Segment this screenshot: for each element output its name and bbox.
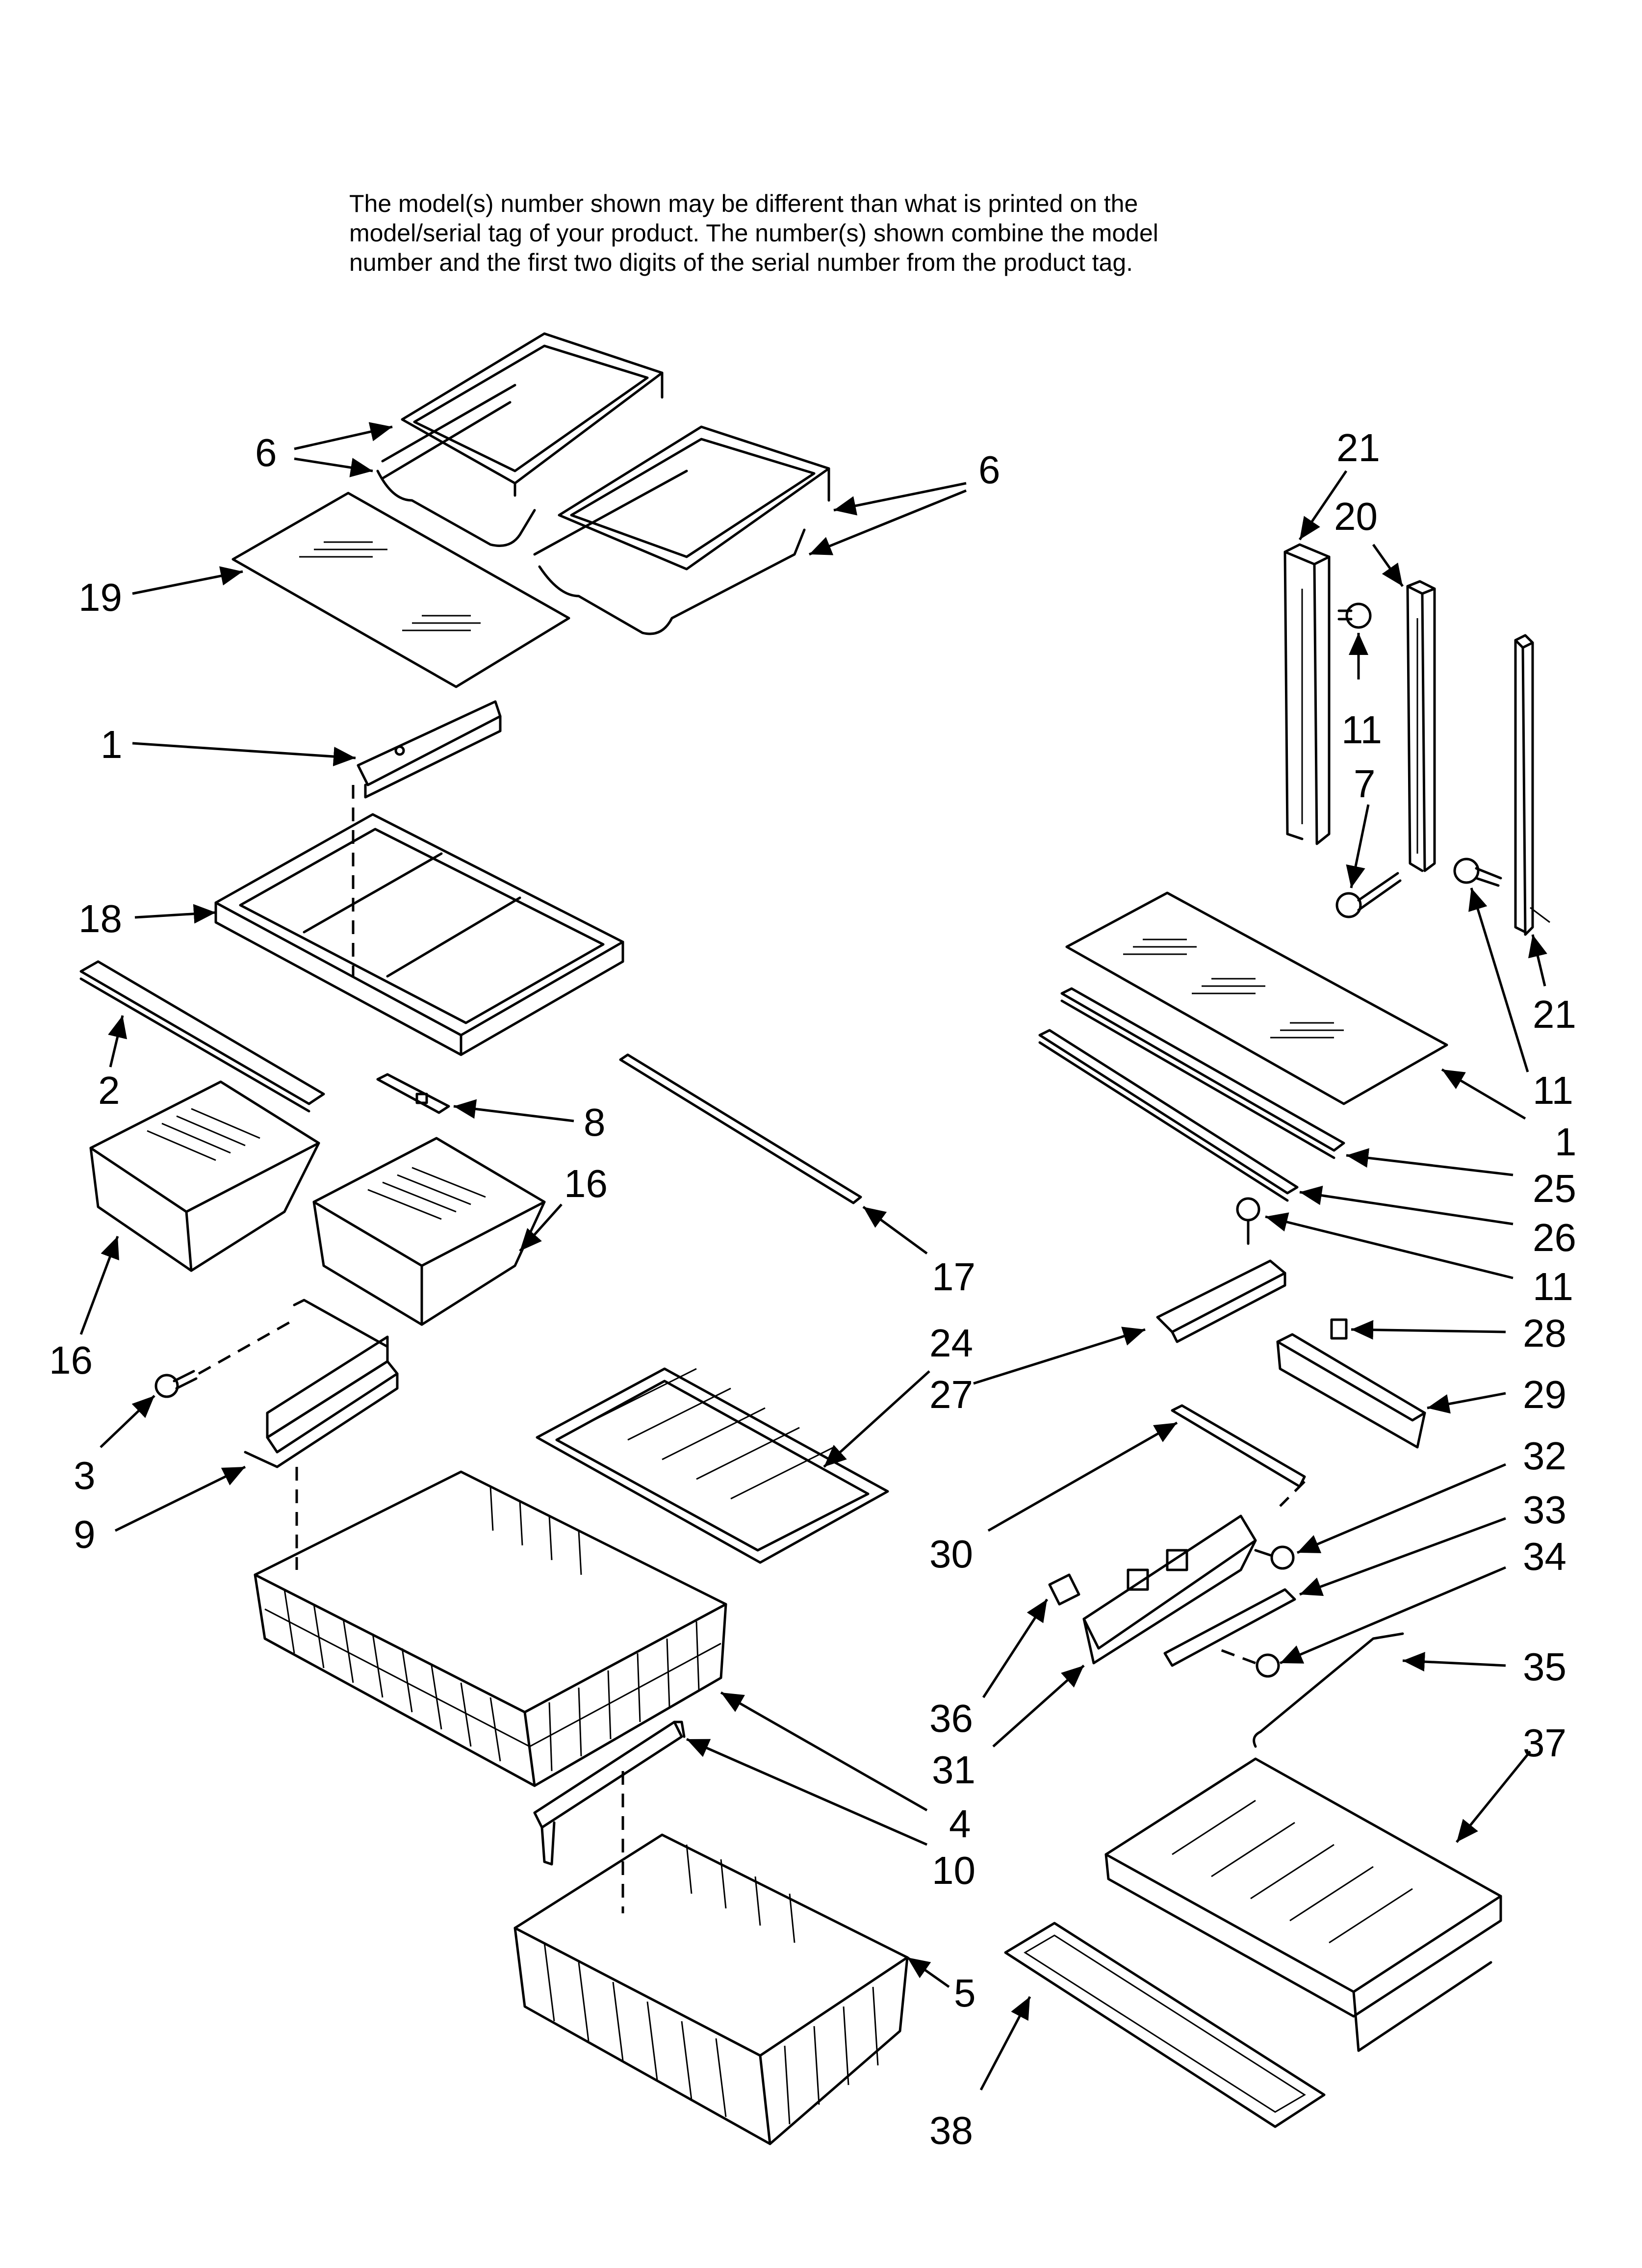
- callout-27: 27: [929, 1373, 973, 1416]
- part-36-tab: [1048, 1573, 1080, 1606]
- notice-line-1: The model(s) number shown may be differe…: [349, 190, 1138, 217]
- part-28-clip: [1330, 1318, 1348, 1340]
- part-6-shelf-upper-left: [376, 332, 664, 547]
- callout-20: 20: [1334, 495, 1378, 538]
- callout-38: 38: [929, 2109, 973, 2152]
- callout-17: 17: [932, 1255, 975, 1299]
- callout-36: 36: [929, 1696, 973, 1740]
- callout-35: 35: [1523, 1645, 1566, 1689]
- callout-25: 25: [1533, 1167, 1576, 1210]
- part-11-screw-a: [1337, 602, 1372, 629]
- callout-26: 26: [1533, 1216, 1576, 1259]
- part-2-rail-strip: [79, 960, 325, 1113]
- part-3-screw: [154, 1318, 295, 1398]
- callout-24: 24: [929, 1321, 973, 1365]
- part-17-rod: [619, 1053, 862, 1204]
- callout-29: 29: [1523, 1373, 1566, 1416]
- part-19-glass-shelf: [231, 492, 570, 688]
- part-37-pan: [1104, 1757, 1502, 2052]
- part-4-wire-basket-large: [254, 1470, 727, 1787]
- notice-line-2: model/serial tag of your product. The nu…: [349, 219, 1158, 247]
- part-18-crisper-cover: [214, 813, 624, 1056]
- callout-1: 1: [1555, 1120, 1577, 1164]
- notice-line-3: number and the first two digits of the s…: [349, 249, 1133, 276]
- part-32-screw: [1254, 1545, 1295, 1570]
- part-26-trim-strip: [1038, 1029, 1299, 1202]
- callout-11: 11: [1341, 708, 1382, 752]
- part-27-bracket: [1156, 1259, 1286, 1343]
- callout-19: 19: [78, 575, 122, 619]
- callout-34: 34: [1523, 1535, 1566, 1578]
- callout-31: 31: [932, 1748, 975, 1792]
- part-6-shelf-upper-right: [533, 425, 830, 635]
- callout-9: 9: [74, 1512, 96, 1556]
- part-21-shelf-standard-left: [1283, 543, 1331, 845]
- callout-37: 37: [1523, 1721, 1566, 1765]
- callout-33: 33: [1523, 1488, 1566, 1532]
- callout-21: 21: [1336, 426, 1380, 469]
- callout-18: 18: [78, 897, 122, 940]
- callout-32: 32: [1523, 1434, 1566, 1478]
- callout-6: 6: [978, 448, 1001, 492]
- callout-5: 5: [954, 1971, 976, 2015]
- callout-numbers: 6 6 19 1 18 2 8 16 16 17 3 9 24 27 4 10 …: [49, 426, 1577, 2152]
- callout-21: 21: [1533, 992, 1576, 1036]
- callout-28: 28: [1523, 1311, 1566, 1355]
- callout-1: 1: [101, 723, 123, 766]
- callout-8: 8: [584, 1100, 606, 1144]
- callout-16: 16: [49, 1338, 93, 1382]
- part-25-trim-strip: [1060, 987, 1345, 1159]
- model-number-notice: The model(s) number shown may be differe…: [349, 189, 1379, 277]
- part-30-rod-bracket: [1171, 1404, 1306, 1507]
- callout-16: 16: [564, 1162, 608, 1205]
- part-11-screw-c: [1236, 1197, 1260, 1245]
- part-9-divider: [244, 1299, 399, 1570]
- callout-3: 3: [74, 1454, 96, 1497]
- part-33-bar: [1163, 1588, 1296, 1667]
- part-29-rail: [1276, 1333, 1426, 1449]
- part-16-crisper-drawer-left: [89, 1080, 320, 1272]
- part-1-glass-shelf-right: [1065, 891, 1448, 1105]
- callout-4: 4: [949, 1802, 971, 1846]
- callout-10: 10: [932, 1849, 975, 1892]
- part-24-wire-shelf: [536, 1367, 889, 1564]
- part-21-shelf-standard-right: [1514, 634, 1550, 936]
- part-34-screw: [1216, 1647, 1280, 1678]
- callout-2: 2: [98, 1069, 120, 1112]
- callout-11: 11: [1533, 1265, 1573, 1308]
- part-16-crisper-drawer-right: [312, 1137, 546, 1326]
- part-5-wire-basket-small: [513, 1833, 909, 2145]
- callout-6: 6: [255, 431, 277, 474]
- leader-lines: [79, 422, 1547, 2091]
- part-8-clip: [376, 1073, 450, 1114]
- part-31-control-housing: [1082, 1514, 1257, 1665]
- part-11-screw-b: [1453, 858, 1502, 887]
- callout-11: 11: [1533, 1069, 1573, 1112]
- part-20-shelf-standard-center: [1406, 580, 1436, 872]
- part-7-screw: [1335, 872, 1402, 918]
- callout-30: 30: [929, 1532, 973, 1576]
- part-10-basket-divider: [533, 1721, 686, 1913]
- part-1-shelf-rail-left: [352, 700, 502, 976]
- callout-7: 7: [1354, 762, 1376, 806]
- part-35-wire-harness: [1253, 1632, 1404, 1748]
- part-38-bin-front: [1004, 1922, 1326, 2128]
